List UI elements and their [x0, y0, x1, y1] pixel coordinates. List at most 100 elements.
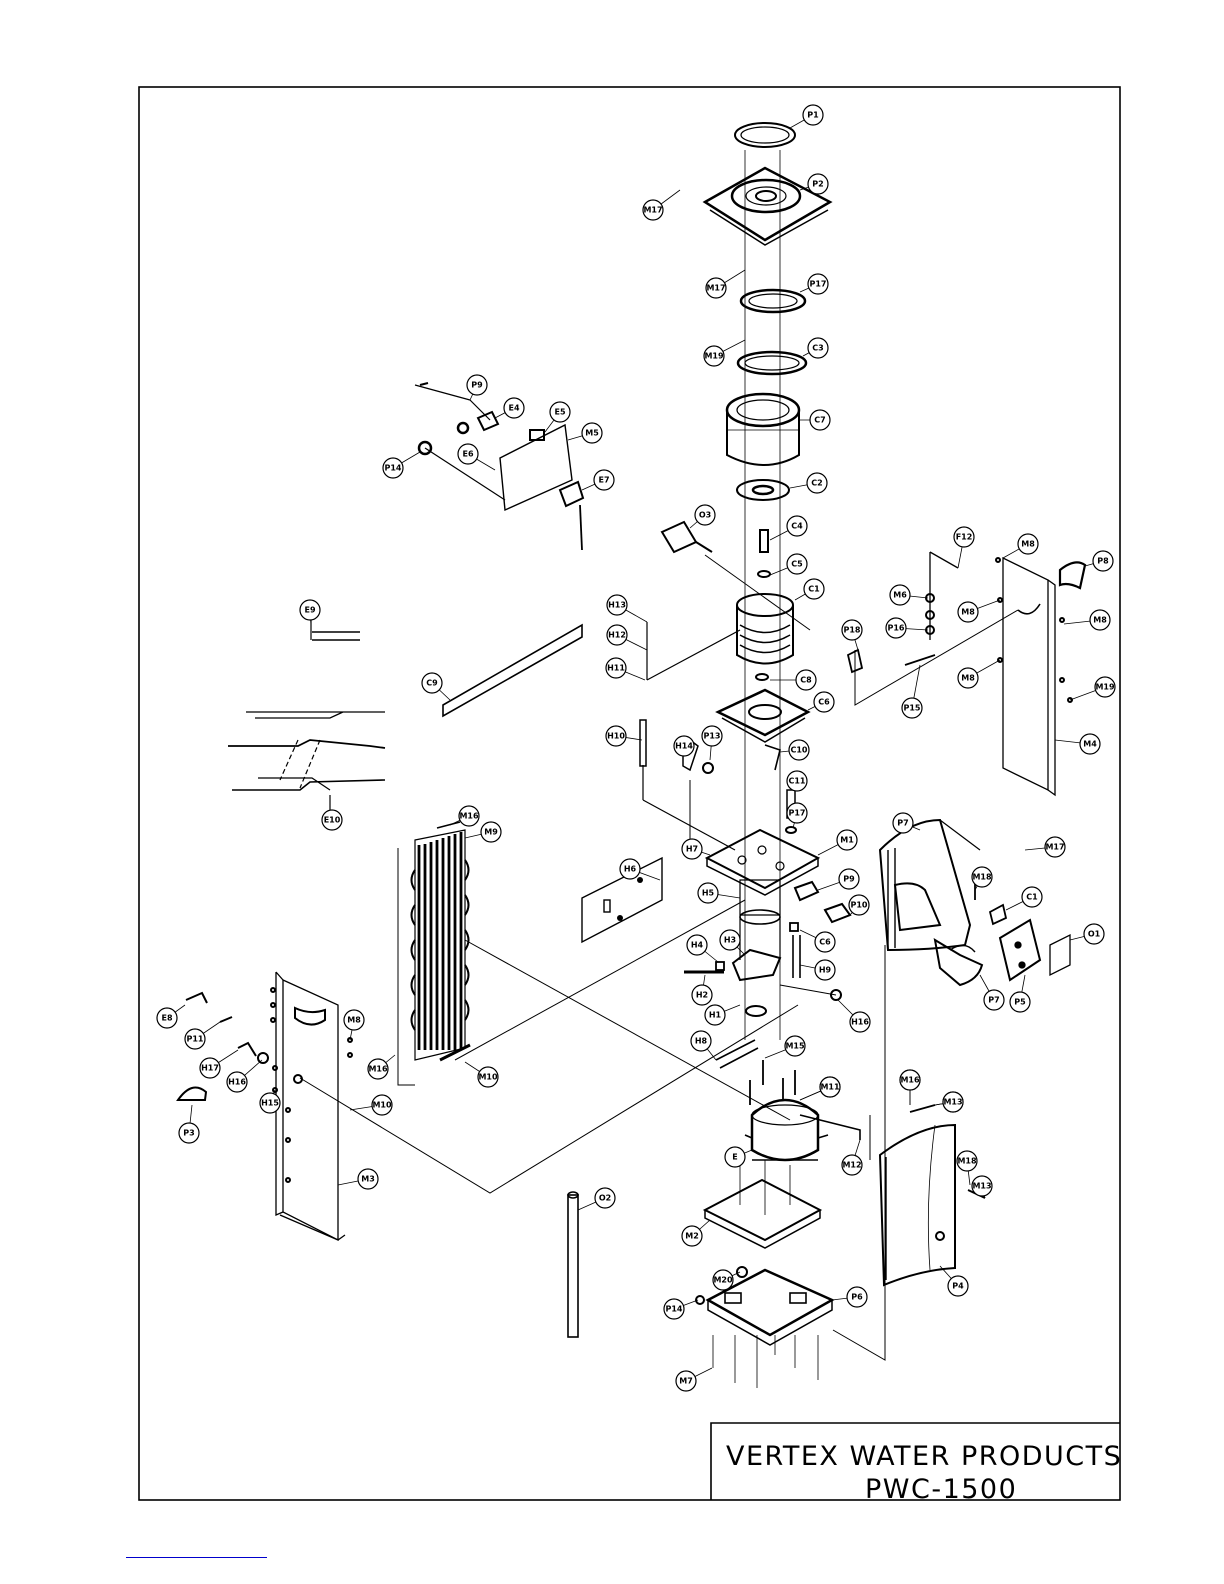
callout-text: P4: [952, 1282, 964, 1291]
callout-55: H4: [686, 934, 719, 963]
callout-93: P4: [939, 1265, 969, 1297]
callout-12: C1: [794, 578, 825, 601]
callout-text: H15: [261, 1099, 279, 1108]
callout-bubble: [457, 443, 479, 465]
callout-bubble: [178, 1122, 200, 1144]
callout-bubble: [1009, 991, 1031, 1013]
callout-78: M8: [343, 1009, 365, 1041]
callout-bubble: [663, 1298, 685, 1320]
callout-15: E5: [544, 401, 571, 433]
callout-81: M10: [464, 1061, 499, 1088]
callout-bubble: [1079, 733, 1101, 755]
callout-text: H8: [695, 1037, 708, 1046]
callout-6: C3: [802, 337, 829, 359]
callout-bubble: [226, 1071, 248, 1093]
aux-motor: [660, 520, 698, 554]
callout-text: H1: [709, 1011, 722, 1020]
callout-bubble: [701, 725, 723, 747]
callout-bubble: [784, 1035, 806, 1057]
callout-bubble: [957, 601, 979, 623]
reservoir: [726, 410, 800, 466]
callout-bubble: [786, 553, 808, 575]
callout-bubble: [681, 1225, 703, 1247]
callout-bubble: [795, 669, 817, 691]
callout-bubble: [549, 401, 571, 423]
callout-text: H10: [607, 732, 625, 741]
back-panel: [270, 971, 353, 1242]
callout-bubble: [849, 1011, 871, 1033]
callout-47: M9: [464, 821, 502, 843]
callout-42: C10: [779, 739, 810, 761]
callout-49: M1: [817, 829, 858, 856]
callout-29: P15: [901, 664, 923, 719]
callout-82: M16: [367, 1054, 396, 1080]
callout-65: E: [724, 1146, 753, 1168]
callout-79: H17: [199, 1049, 239, 1079]
callout-bubble: [956, 1150, 978, 1172]
callout-text: P10: [851, 901, 868, 910]
callout-text: O2: [599, 1194, 611, 1203]
callout-64: M12: [841, 1139, 863, 1176]
callout-33: H13: [606, 594, 648, 623]
callout-bubble: [841, 1154, 863, 1176]
callout-bubble: [724, 1146, 746, 1168]
callout-bubble: [788, 739, 810, 761]
callout-54: C6: [799, 929, 836, 953]
callout-8: C2: [789, 472, 828, 494]
callout-text: H11: [607, 664, 625, 673]
callout-text: E9: [304, 606, 315, 615]
callout-bubble: [814, 931, 836, 953]
callout-text: M9: [484, 828, 498, 837]
callout-text: C2: [811, 479, 822, 488]
callout-text: H4: [691, 941, 704, 950]
callout-46: M16: [449, 805, 480, 827]
callout-87: O2: [577, 1187, 616, 1211]
callout-bubble: [605, 657, 627, 679]
callout-bubble: [480, 821, 502, 843]
filter-tube: [567, 1194, 579, 1338]
callout-88: M2: [681, 1219, 711, 1247]
callout-45: E10: [321, 809, 343, 831]
callout-43: C11: [786, 770, 808, 792]
callout-text: P5: [1014, 998, 1026, 1007]
callout-89: M16: [899, 1069, 921, 1105]
callout-text: P3: [183, 1129, 194, 1138]
callout-text: M6: [893, 591, 907, 600]
callout-bubble: [503, 397, 525, 419]
callout-83: H15: [259, 1089, 281, 1114]
callout-bubble: [703, 345, 725, 367]
callout-bubble: [642, 199, 664, 221]
callout-50: H6: [619, 858, 661, 881]
callout-bubble: [971, 1175, 993, 1197]
callout-bubble: [953, 526, 975, 548]
callout-bubble: [1083, 923, 1105, 945]
cap-disc: [734, 122, 796, 148]
callout-bubble: [942, 1091, 964, 1113]
callout-text: E5: [554, 408, 565, 417]
callout-bubble: [184, 1028, 206, 1050]
callout-5: M19: [703, 339, 746, 367]
callout-bubble: [606, 624, 628, 646]
callout-bubble: [594, 1187, 616, 1209]
callout-72: C1: [1005, 886, 1043, 911]
title-block-model: PWC-1500: [865, 1474, 1018, 1505]
callout-text: M8: [961, 608, 975, 617]
callout-bubble: [299, 599, 321, 621]
callout-text: M19: [1095, 683, 1115, 692]
central-column: [567, 122, 861, 1388]
callout-4: P17: [799, 273, 829, 295]
callout-text: H12: [608, 631, 626, 640]
callout-84: M10: [349, 1094, 393, 1116]
callout-14: E4: [494, 397, 525, 419]
callout-bubble: [814, 959, 836, 981]
callout-bubble: [848, 894, 870, 916]
callout-text: C6: [819, 938, 831, 947]
callout-94: M20: [712, 1269, 741, 1291]
callout-bubble: [605, 725, 627, 747]
callout-85: P3: [178, 1104, 200, 1144]
callout-text: E7: [598, 476, 609, 485]
callout-text: C8: [800, 676, 812, 685]
callout-bubble: [889, 584, 911, 606]
callout-bubble: [1089, 609, 1111, 631]
